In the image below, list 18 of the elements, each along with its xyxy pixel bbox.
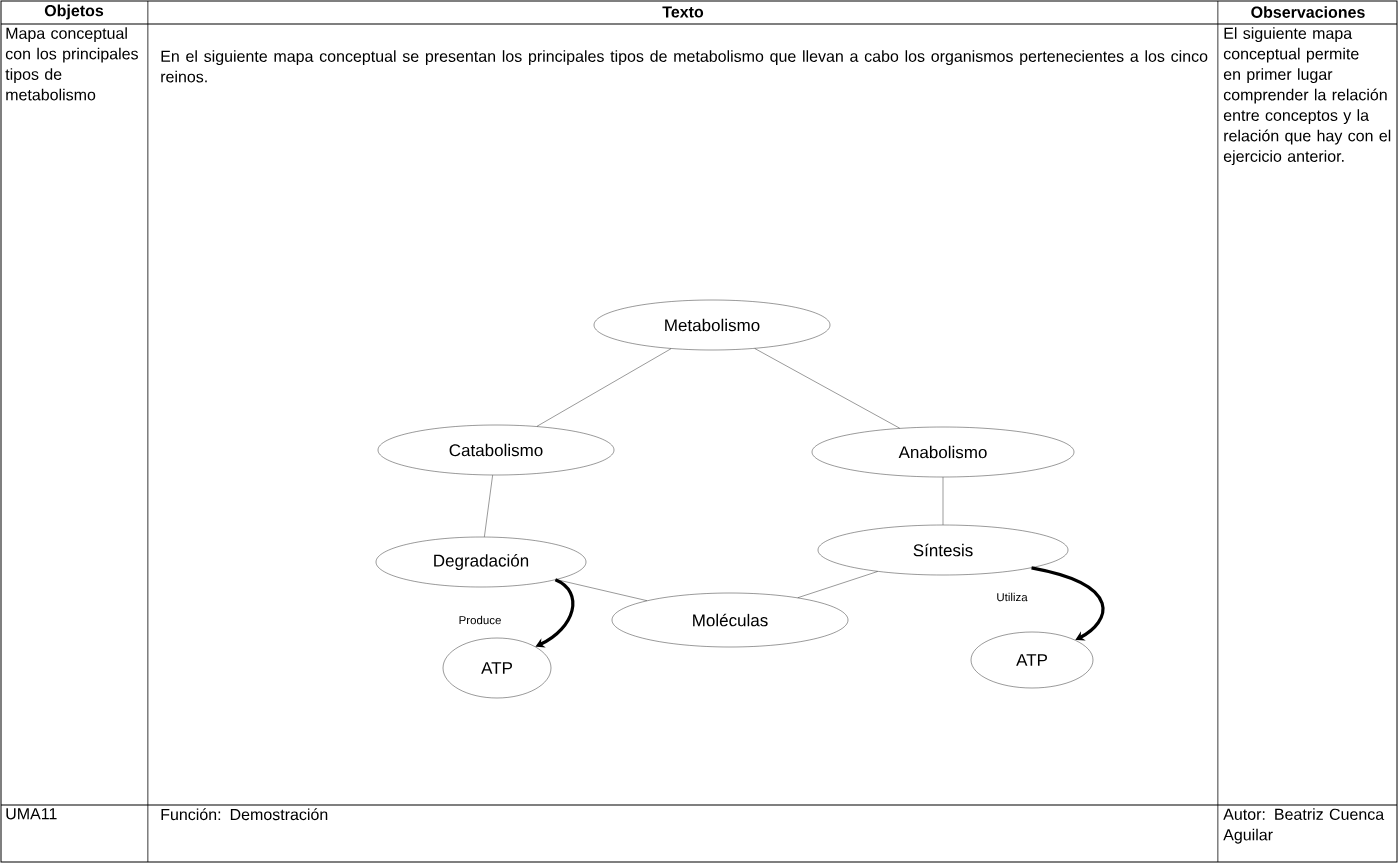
cell-text: Función: Demostración (161, 808, 328, 821)
connector-line (536, 348, 672, 427)
cell-text: Autor: Beatriz Cuenca Aguilar (1223, 808, 1385, 844)
column-header: Observaciones (1251, 6, 1365, 18)
curved-arrow (1031, 566, 1105, 641)
column-header: Objetos (44, 4, 104, 20)
paragraph: En el siguiente mapa conceptual se presentan los principales tipos de metabolismo que llevan a cabo los organismos pertenecientes a los cinco reinos. (161, 50, 1208, 83)
connector-line (484, 475, 493, 538)
connector-line (556, 579, 648, 601)
edge-label: Utiliza (995, 591, 1029, 603)
cell-text: Mapa conceptual con los principales tipos de metabolismo (5, 27, 138, 101)
connector-line (942, 477, 944, 525)
connector-line (754, 348, 900, 429)
cell-text: El siguiente mapa conceptual permite en primer lugar comprender la relación entre conceptos y la relación que hay con el ejercicio anterior. (1223, 27, 1391, 166)
column-header: Texto (662, 6, 704, 18)
edge-label: Produce (457, 614, 503, 626)
connector-line (797, 571, 878, 598)
cell-text: UMA11 (6, 808, 57, 820)
